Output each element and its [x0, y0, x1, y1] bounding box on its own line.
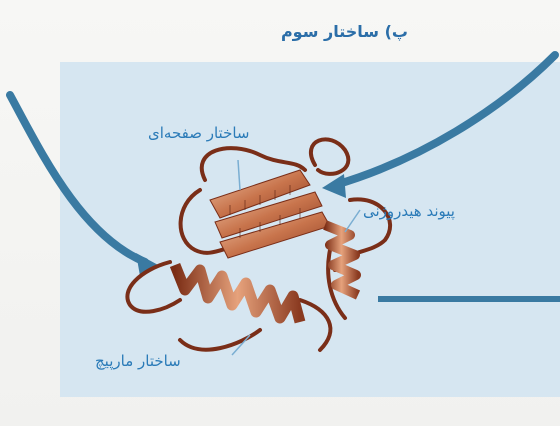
label-helix: ساختار مارپیچ — [95, 352, 181, 370]
helix-bottom — [175, 265, 300, 322]
label-sheet: ساختار صفحه‌ای — [148, 124, 249, 142]
figure-title: پ) ساختار سوم — [281, 22, 408, 41]
top-arrow — [335, 55, 555, 185]
top-arrowhead — [322, 174, 346, 198]
beta-sheet — [210, 170, 330, 258]
left-arrow — [10, 95, 145, 262]
label-hydrogen-bond: پیوند هیدروژنی — [363, 202, 455, 220]
